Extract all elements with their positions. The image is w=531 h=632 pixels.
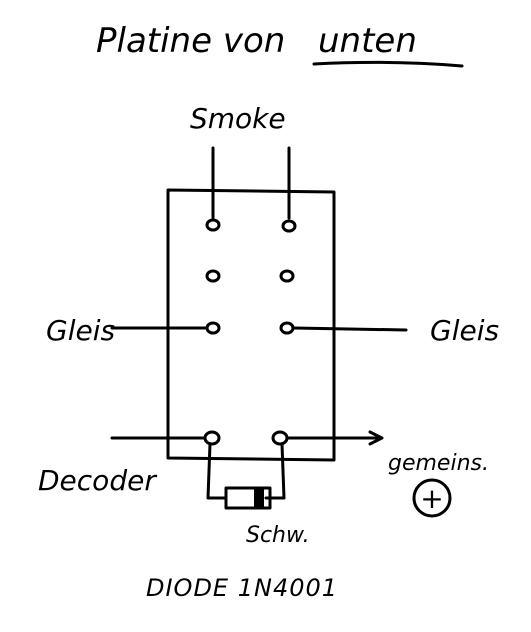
title-emphasis: unten: [318, 21, 417, 61]
pad-2-left: [205, 269, 221, 283]
pad-1-left: [205, 218, 221, 232]
pad-1-right: [281, 219, 297, 233]
plus-circle: [412, 478, 452, 518]
gemeins-label: gemeins.: [388, 451, 489, 476]
diode-lead-left: [206, 442, 228, 500]
diode-cathode-band: [254, 488, 264, 508]
diode-lead-right: [264, 442, 286, 500]
title-underline: [312, 60, 464, 68]
pad-4-left: [203, 430, 221, 446]
diode-caption: DIODE 1N4001: [146, 574, 338, 602]
pad-2-right: [279, 269, 295, 283]
smoke-label: Smoke: [190, 102, 286, 135]
title-prefix: Platine von: [96, 21, 285, 61]
pad-3-left: [205, 321, 221, 335]
board-outline: [166, 188, 336, 462]
diode-body: [224, 486, 272, 510]
gleis-wire-right: [292, 326, 408, 332]
pad-4-right: [271, 430, 289, 446]
schw-label: Schw.: [246, 523, 310, 548]
gleis-left-label: Gleis: [46, 314, 115, 347]
plus-sign: +: [420, 482, 443, 515]
pad-3-right: [279, 321, 295, 335]
gemeins-arrow-icon: [368, 430, 384, 446]
gleis-right-label: Gleis: [430, 314, 499, 347]
decoder-label: Decoder: [38, 464, 157, 497]
